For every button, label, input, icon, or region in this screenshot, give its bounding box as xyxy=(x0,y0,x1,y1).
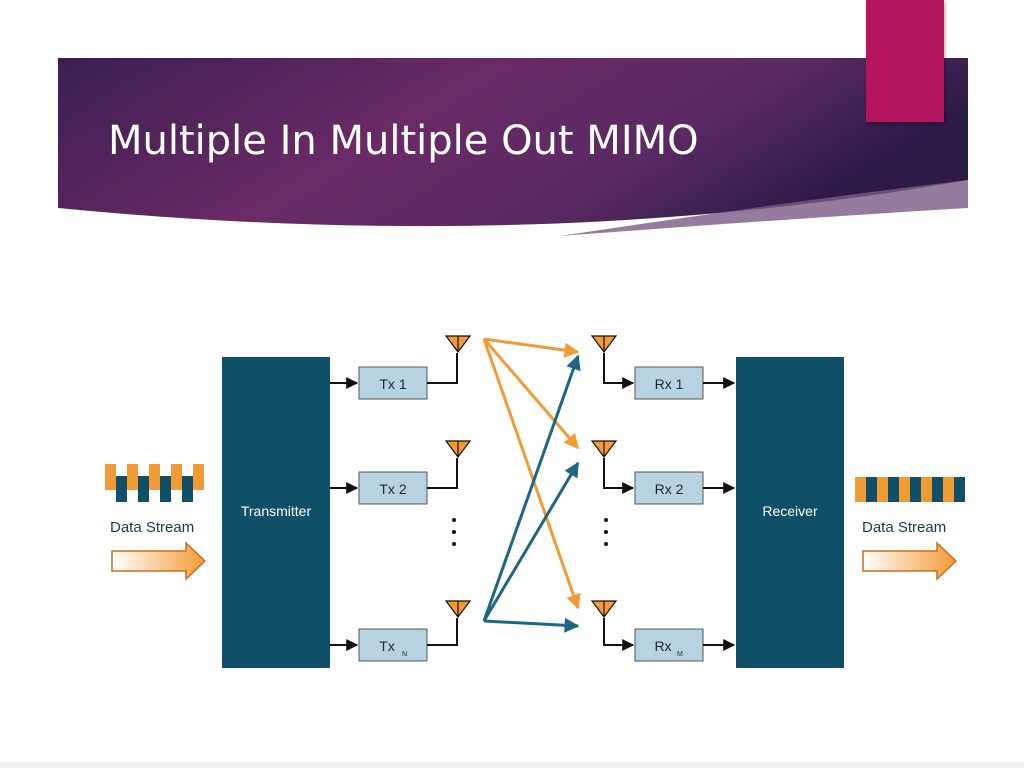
rx-chain-1: Rx 1 xyxy=(603,353,736,400)
rx-1-label: Rx 1 xyxy=(655,376,684,392)
rx-antenna-m xyxy=(590,600,618,618)
title-banner xyxy=(58,58,968,236)
output-data-stream xyxy=(855,477,965,502)
output-stream-label: Data Stream xyxy=(862,519,946,536)
tx-chain-n: Tx N xyxy=(330,618,458,662)
footer-divider xyxy=(0,762,1024,768)
input-stream-arrow xyxy=(111,541,207,581)
transmitter-block xyxy=(222,357,330,668)
tx-1-label: Tx 1 xyxy=(379,376,406,392)
channel-paths-orange xyxy=(482,337,581,610)
receiver-label: Receiver xyxy=(762,503,818,519)
tx-n-label: Tx xyxy=(379,638,395,654)
tx-antenna-n xyxy=(444,600,472,618)
rx-antenna-2 xyxy=(590,440,618,458)
slide-title: Multiple In Multiple Out MIMO xyxy=(108,118,699,164)
tx-chain-1: Tx 1 xyxy=(330,353,458,400)
rx-chain-m: Rx M xyxy=(603,618,736,662)
rx-ellipsis xyxy=(604,518,608,546)
tx-antenna-2 xyxy=(444,440,472,458)
rx-m-label: Rx xyxy=(654,638,671,654)
tx-2-label: Tx 2 xyxy=(379,481,406,497)
accent-tab xyxy=(866,0,944,122)
rx-chain-2: Rx 2 xyxy=(603,458,736,505)
channel-paths-teal xyxy=(482,354,581,633)
input-data-stream xyxy=(105,464,204,502)
tx-antenna-1 xyxy=(444,335,472,353)
rx-2-label: Rx 2 xyxy=(655,481,684,497)
transmitter-label: Transmitter xyxy=(241,503,312,519)
tx-n-subscript: N xyxy=(402,651,407,658)
output-stream-arrow xyxy=(862,541,958,581)
tx-ellipsis xyxy=(452,518,456,546)
receiver-block xyxy=(736,357,844,668)
input-stream-label: Data Stream xyxy=(110,519,194,536)
rx-antenna-1 xyxy=(590,335,618,353)
tx-chain-2: Tx 2 xyxy=(330,458,458,505)
rx-m-subscript: M xyxy=(677,651,683,658)
